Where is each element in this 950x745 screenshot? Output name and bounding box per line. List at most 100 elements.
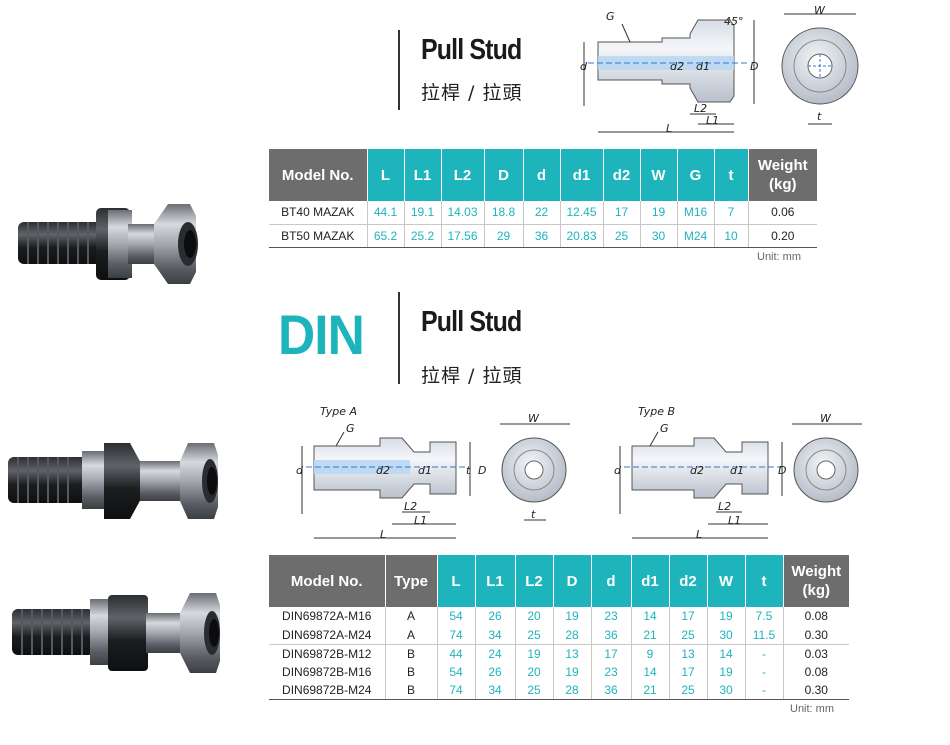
svg-text:D: D — [778, 464, 786, 477]
header-d2: d2 — [669, 555, 708, 607]
header-d: d — [523, 149, 561, 201]
svg-text:L1: L1 — [414, 514, 427, 527]
section2-subtitle: 拉桿 / 拉頭 — [421, 365, 523, 387]
spec-cell: 26 — [475, 607, 516, 626]
spec-cell: 13 — [553, 644, 592, 663]
model-cell: BT40 MAZAK — [269, 201, 368, 225]
spec-cell: 25.2 — [404, 224, 442, 248]
header-L: L — [437, 555, 476, 607]
section1-unit-note: Unit: mm — [757, 251, 801, 263]
svg-text:L2: L2 — [404, 500, 417, 513]
svg-text:D: D — [750, 60, 758, 73]
header-L2: L2 — [515, 555, 554, 607]
spec-cell: 14 — [631, 662, 670, 682]
spec-cell: 17 — [669, 607, 708, 626]
spec-cell: 9 — [631, 644, 670, 663]
svg-text:45°: 45° — [724, 15, 744, 28]
spec-cell: 30 — [640, 224, 678, 248]
spec-cell: A — [385, 607, 438, 626]
header-L: L — [367, 149, 405, 201]
model-cell: DIN69872B-M12 — [269, 644, 386, 663]
spec-cell: 25 — [669, 625, 708, 645]
spec-cell: 14.03 — [441, 201, 485, 225]
header-d1: d1 — [560, 149, 604, 201]
spec-cell: 29 — [484, 224, 524, 248]
spec-cell: 24 — [475, 644, 516, 663]
pull-stud-photo-din-a — [8, 443, 218, 519]
spec-cell: 14 — [631, 607, 670, 626]
spec-cell: 12.45 — [560, 201, 604, 225]
svg-text:L: L — [666, 122, 672, 135]
header-W: W — [707, 555, 746, 607]
section1-subtitle: 拉桿 / 拉頭 — [421, 82, 523, 104]
spec-cell: 25 — [603, 224, 641, 248]
type-b-side-drawing: Type B G d d2 d1 D L2 L1 L — [614, 405, 786, 541]
spec-cell: M24 — [677, 224, 715, 248]
spec-cell: 44 — [437, 644, 476, 663]
header-D: D — [553, 555, 592, 607]
model-cell: DIN69872A-M24 — [269, 625, 386, 645]
section2-unit-note: Unit: mm — [790, 703, 834, 715]
svg-text:W: W — [528, 412, 540, 425]
type-b-end-drawing: W — [792, 412, 862, 503]
header-model-no: Model No. — [269, 149, 368, 201]
spec-cell: 23 — [591, 662, 632, 682]
svg-text:L: L — [380, 528, 386, 541]
header-D: D — [484, 149, 524, 201]
spec-cell: 17 — [591, 644, 632, 663]
spec-cell: 0.30 — [783, 681, 849, 701]
svg-text:D: D — [478, 464, 486, 477]
spec-cell: 19 — [707, 662, 746, 682]
svg-text:W: W — [814, 4, 826, 17]
spec-cell: - — [745, 681, 784, 701]
spec-cell: A — [385, 625, 438, 645]
spec-cell: 25 — [669, 681, 708, 701]
header-d: d — [591, 555, 632, 607]
spec-cell: 26 — [475, 662, 516, 682]
spec-cell: 22 — [523, 201, 561, 225]
header-t: t — [745, 555, 784, 607]
type-a-side-drawing: Type A G d d2 d1 t D L2 L1 L — [296, 405, 486, 541]
svg-text:d: d — [580, 60, 588, 73]
spec-cell: 0.20 — [748, 224, 817, 248]
spec-cell: 13 — [669, 644, 708, 663]
svg-text:Type B: Type B — [638, 405, 675, 418]
section1-side-drawing: G 45° d d2 d1 D L2 L1 L — [580, 10, 758, 135]
svg-text:t: t — [466, 464, 471, 477]
header-weight: Weight (kg) — [748, 149, 817, 201]
header-weight: Weight (kg) — [783, 555, 849, 607]
svg-text:d1: d1 — [418, 464, 432, 477]
spec-cell: 28 — [553, 625, 592, 645]
svg-text:t: t — [817, 110, 822, 123]
spec-cell: 28 — [553, 681, 592, 701]
svg-text:G: G — [346, 422, 355, 435]
din-brand-title: DIN — [278, 303, 365, 366]
svg-text:d2: d2 — [690, 464, 704, 477]
svg-text:L: L — [696, 528, 702, 541]
header-G: G — [677, 149, 715, 201]
title-divider — [398, 30, 400, 110]
svg-text:d: d — [614, 464, 622, 477]
model-cell: BT50 MAZAK — [269, 224, 368, 248]
spec-cell: 18.8 — [484, 201, 524, 225]
svg-text:d1: d1 — [730, 464, 744, 477]
spec-cell: 25 — [515, 681, 554, 701]
spec-cell: 0.03 — [804, 646, 828, 661]
spec-cell: 19.1 — [404, 201, 442, 225]
spec-cell: 30 — [707, 681, 746, 701]
svg-text:L1: L1 — [706, 114, 719, 127]
section2-title: Pull Stud — [421, 306, 522, 338]
spec-cell: 7 — [714, 201, 749, 225]
type-a-end-drawing: W t — [500, 412, 570, 521]
model-cell: DIN69872A-M16 — [269, 607, 386, 626]
spec-cell: B — [385, 681, 438, 701]
spec-cell: 10 — [714, 224, 749, 248]
svg-text:L2: L2 — [718, 500, 731, 513]
spec-cell: 44.1 — [367, 201, 405, 225]
spec-cell: 65.2 — [367, 224, 405, 248]
bt-spec-table: Model No. L L1 L2 D d d1 d2 W G t Weight… — [269, 149, 817, 248]
section1-end-drawing: W t — [781, 4, 859, 125]
